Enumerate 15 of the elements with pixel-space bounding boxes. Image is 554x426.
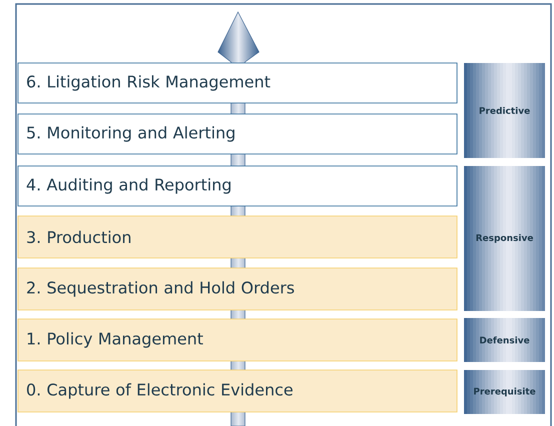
node-label: Prerequisite	[474, 388, 536, 396]
node-label: Predictive	[480, 107, 530, 114]
level-box: 5. Monitoring and Alerting	[18, 114, 458, 154]
level-box: 3. Production	[18, 216, 458, 258]
category-band: Defensive	[464, 318, 545, 362]
node-label: Responsive	[476, 234, 533, 243]
level-box: 1. Policy Management	[18, 318, 458, 362]
level-box: 2. Sequestration and Hold Orders	[18, 268, 458, 310]
node-label: Defensive	[480, 336, 530, 344]
category-band: Predictive	[464, 63, 545, 158]
category-band: Responsive	[464, 166, 545, 311]
level-box: 0. Capture of Electronic Evidence	[18, 370, 458, 412]
category-band: Prerequisite	[464, 370, 545, 414]
level-box: 6. Litigation Risk Management	[18, 62, 458, 104]
level-box: 4. Auditing and Reporting	[18, 166, 458, 206]
